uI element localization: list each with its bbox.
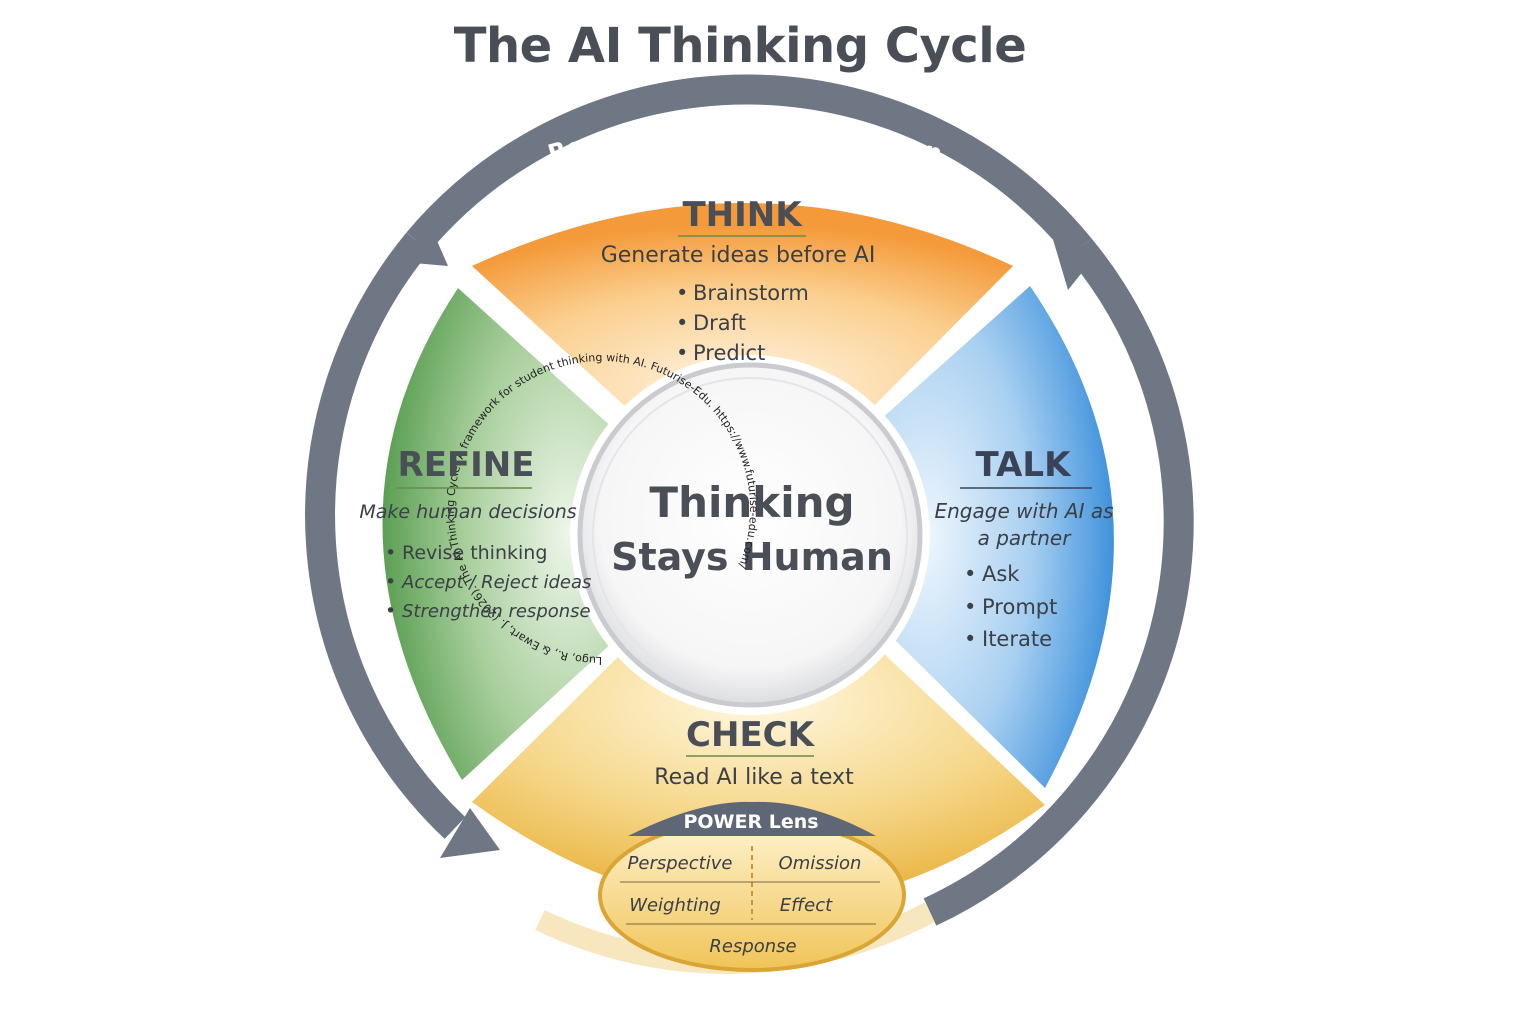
think-bullet-2: • bbox=[676, 311, 688, 335]
think-bullet-3: • bbox=[676, 341, 688, 365]
think-title: THINK bbox=[682, 195, 803, 235]
talk-item-1: Ask bbox=[982, 562, 1020, 586]
check-section: CHECK Read AI like a text bbox=[654, 715, 854, 790]
lens-weighting: Weighting bbox=[629, 895, 721, 916]
arrow-head-top-right bbox=[1052, 236, 1100, 290]
think-item-1: Brainstorm bbox=[693, 281, 809, 305]
check-subtitle: Read AI like a text bbox=[654, 765, 854, 790]
power-lens: POWER Lens Perspective Omission Weightin… bbox=[598, 801, 906, 972]
talk-title: TALK bbox=[976, 445, 1073, 485]
refine-quadrant bbox=[382, 288, 615, 780]
talk-section: TALK Engage with AI as a partner • Ask •… bbox=[934, 445, 1113, 651]
refine-bullet-2: • bbox=[385, 571, 396, 593]
talk-item-2: Prompt bbox=[982, 595, 1057, 619]
talk-subtitle-line2: a partner bbox=[978, 526, 1073, 550]
think-item-3: Predict bbox=[693, 341, 765, 365]
talk-bullet-3: • bbox=[964, 627, 976, 651]
center-title-line1: Thinking bbox=[649, 478, 854, 527]
center-title-line2: Stays Human bbox=[611, 535, 893, 579]
refine-bullet-1: • bbox=[385, 542, 396, 564]
talk-quadrant bbox=[880, 286, 1114, 788]
talk-subtitle-line1: Engage with AI as bbox=[934, 499, 1113, 523]
refine-item-3: Strengthen response bbox=[402, 601, 591, 622]
refine-subtitle: Make human decisions bbox=[359, 501, 576, 523]
check-title: CHECK bbox=[686, 715, 816, 755]
think-bullet-1: • bbox=[676, 281, 688, 305]
lens-perspective: Perspective bbox=[628, 853, 733, 874]
think-subtitle: Generate ideas before AI bbox=[601, 243, 876, 268]
think-section: THINK Generate ideas before AI • Brainst… bbox=[601, 195, 876, 365]
power-lens-header bbox=[628, 801, 876, 836]
power-lens-title: POWER Lens bbox=[683, 811, 818, 833]
lens-omission: Omission bbox=[779, 853, 862, 874]
refine-item-2: Accept / Reject ideas bbox=[401, 572, 591, 593]
lens-response: Response bbox=[709, 936, 796, 957]
arrow-head-top-left bbox=[402, 220, 448, 266]
refine-title: REFINE bbox=[398, 445, 535, 485]
refine-item-1: Revise thinking bbox=[402, 542, 547, 564]
think-item-2: Draft bbox=[693, 311, 746, 335]
page-title: The AI Thinking Cycle bbox=[453, 18, 1027, 74]
check-quadrant bbox=[472, 650, 1045, 907]
refine-section: REFINE Make human decisions • Revise thi… bbox=[359, 445, 591, 622]
refine-bullet-3: • bbox=[385, 600, 396, 622]
talk-bullet-1: • bbox=[964, 562, 976, 586]
talk-bullet-2: • bbox=[964, 595, 976, 619]
talk-item-3: Iterate bbox=[982, 627, 1052, 651]
arrow-head-bottom-left bbox=[440, 808, 500, 858]
lens-effect: Effect bbox=[780, 895, 833, 916]
think-quadrant bbox=[472, 203, 1013, 420]
